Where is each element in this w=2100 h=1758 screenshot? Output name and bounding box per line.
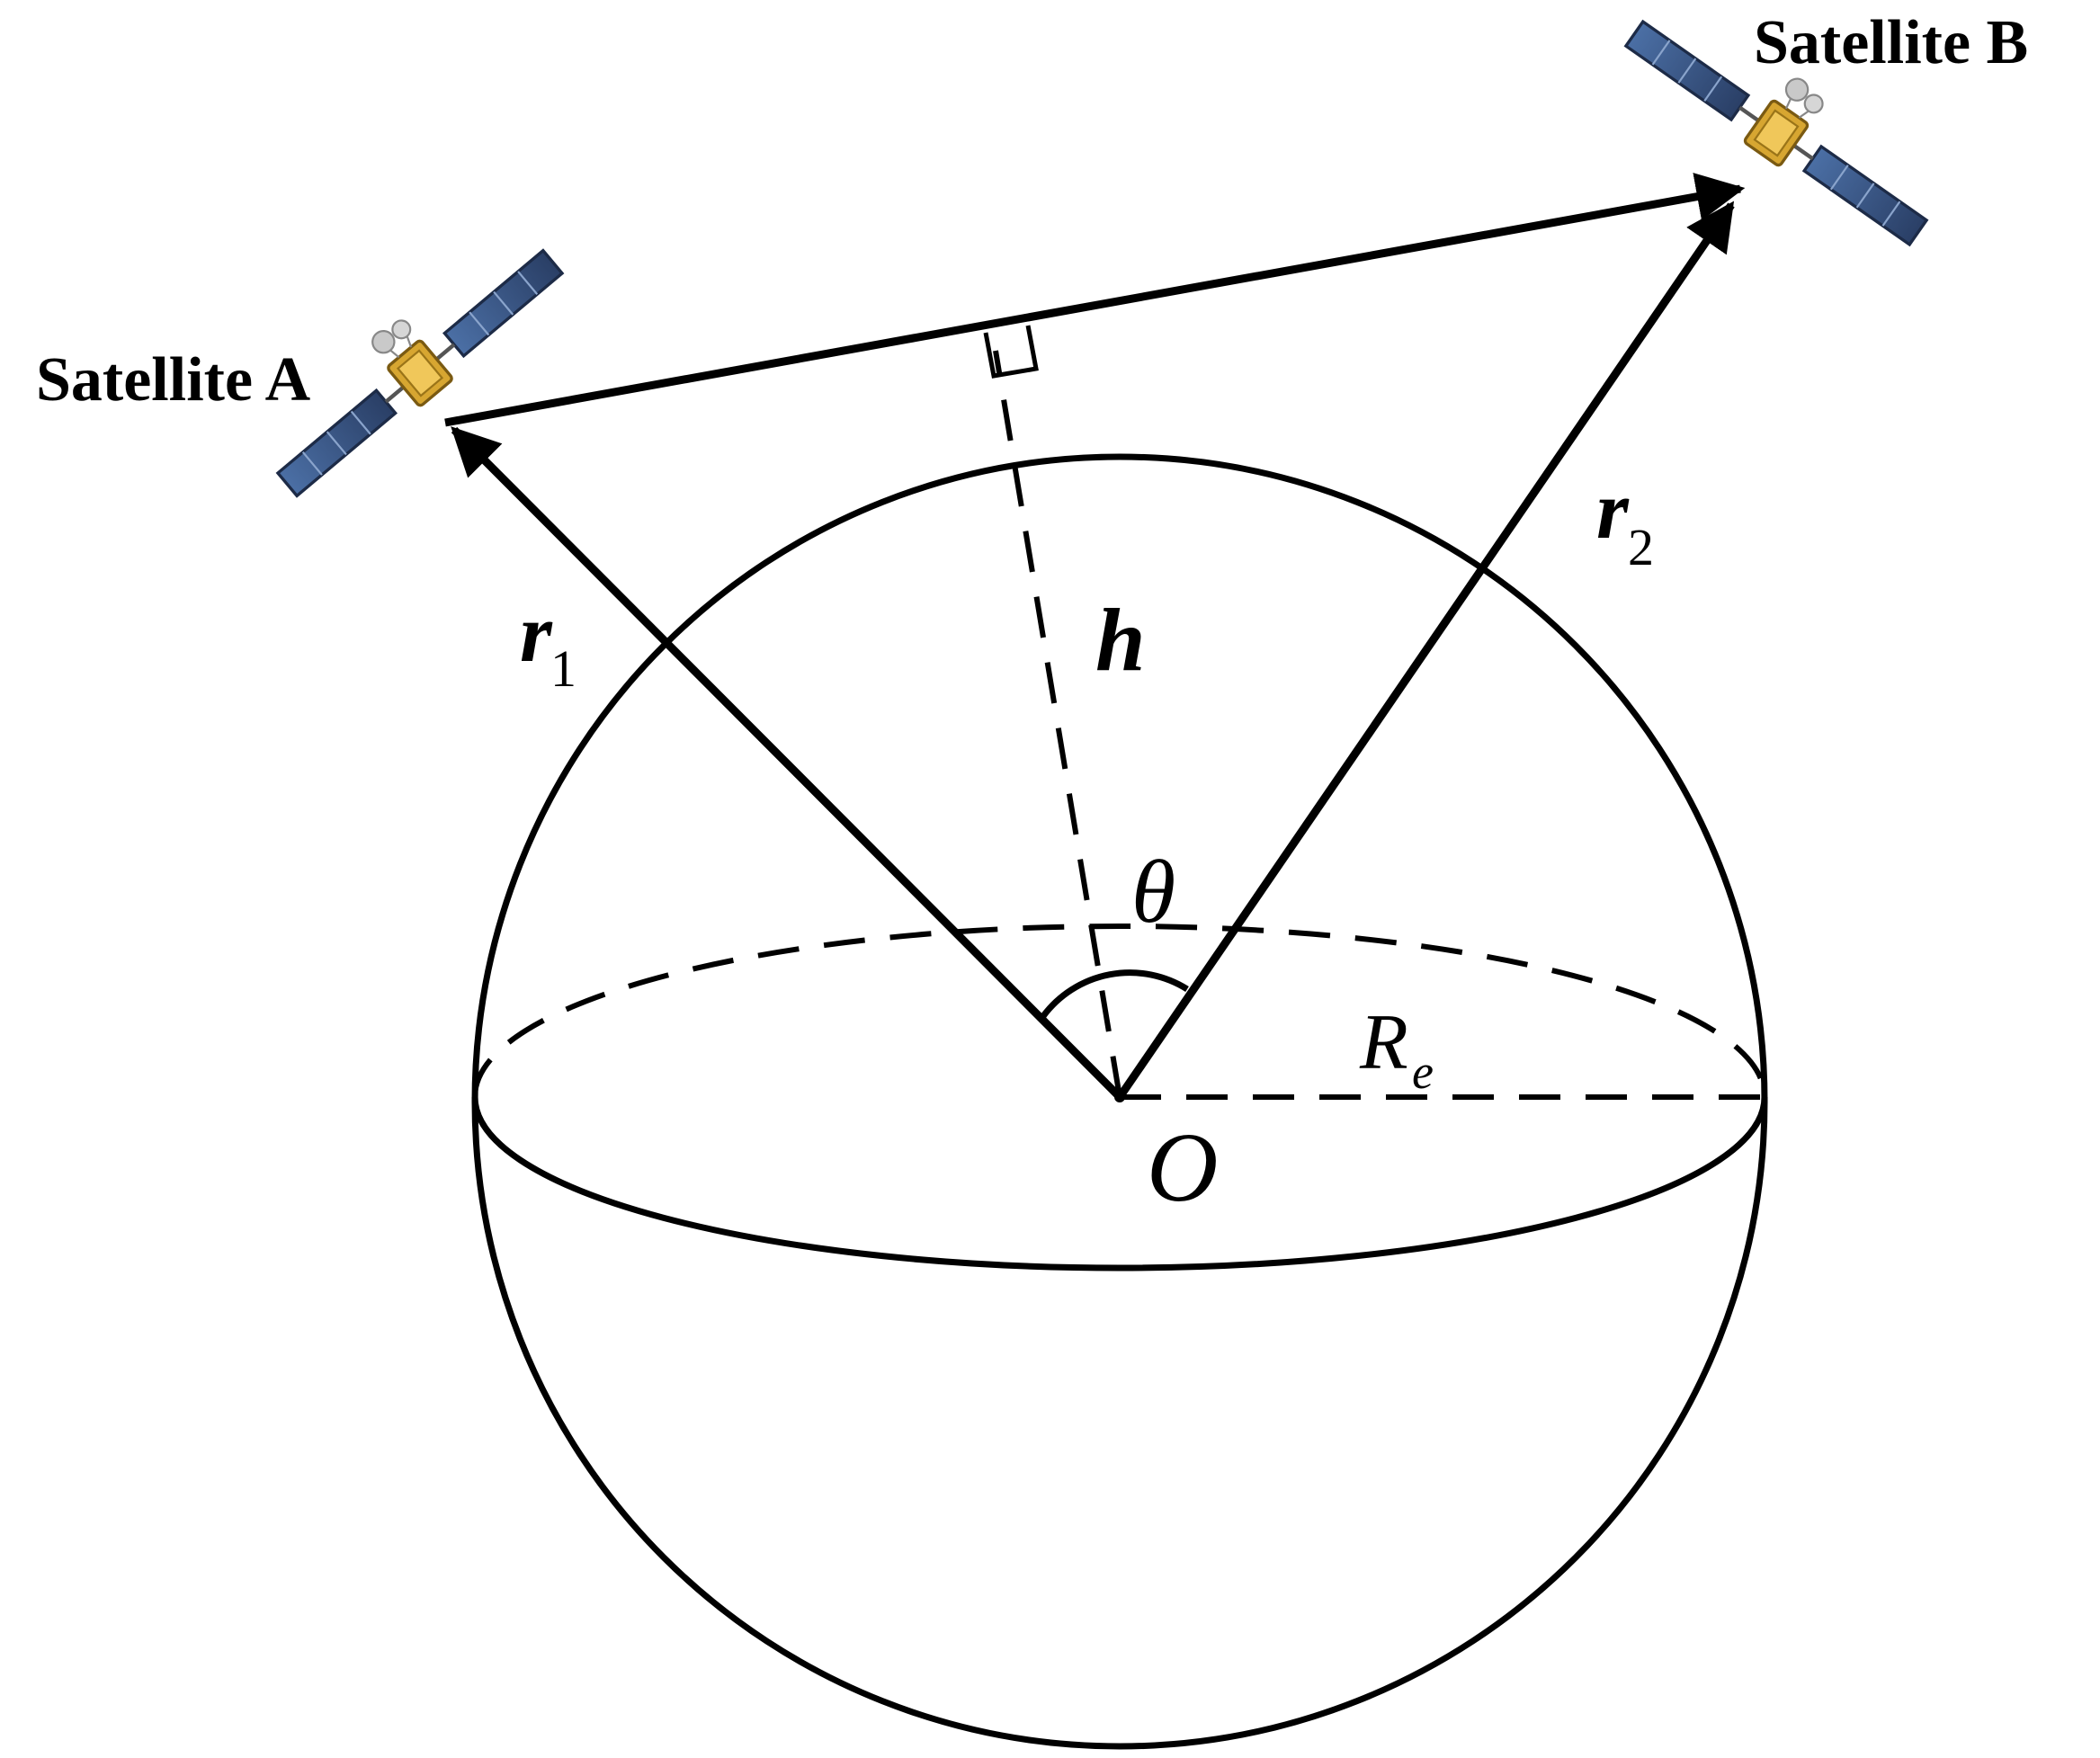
r2-label: r — [1596, 464, 1630, 556]
origin-label: O — [1147, 1112, 1218, 1222]
earth-sphere — [471, 453, 1768, 1750]
vector-r2-arrow — [1116, 201, 1735, 1100]
equator-front — [471, 1096, 1768, 1272]
re-subscript: e — [1412, 1045, 1434, 1099]
re-label: R — [1359, 999, 1408, 1086]
r1-subscript: 1 — [550, 639, 576, 698]
satellite-a-label: Satellite A — [36, 345, 311, 415]
equator-back — [472, 924, 1767, 1098]
vector-r1-arrow — [451, 426, 1123, 1101]
right-angle-marker — [983, 325, 1039, 379]
h-label: h — [1095, 590, 1146, 690]
height-line — [993, 350, 1122, 1098]
r2-subscript: 2 — [1628, 518, 1654, 576]
theta-label: θ — [1131, 842, 1175, 941]
origin-point — [1114, 1092, 1125, 1102]
r1-label: r — [520, 587, 553, 679]
satellite-b-label: Satellite B — [1754, 8, 2028, 77]
theta-angle-arc — [1041, 969, 1189, 1019]
link-ab-arrow — [444, 173, 1746, 427]
